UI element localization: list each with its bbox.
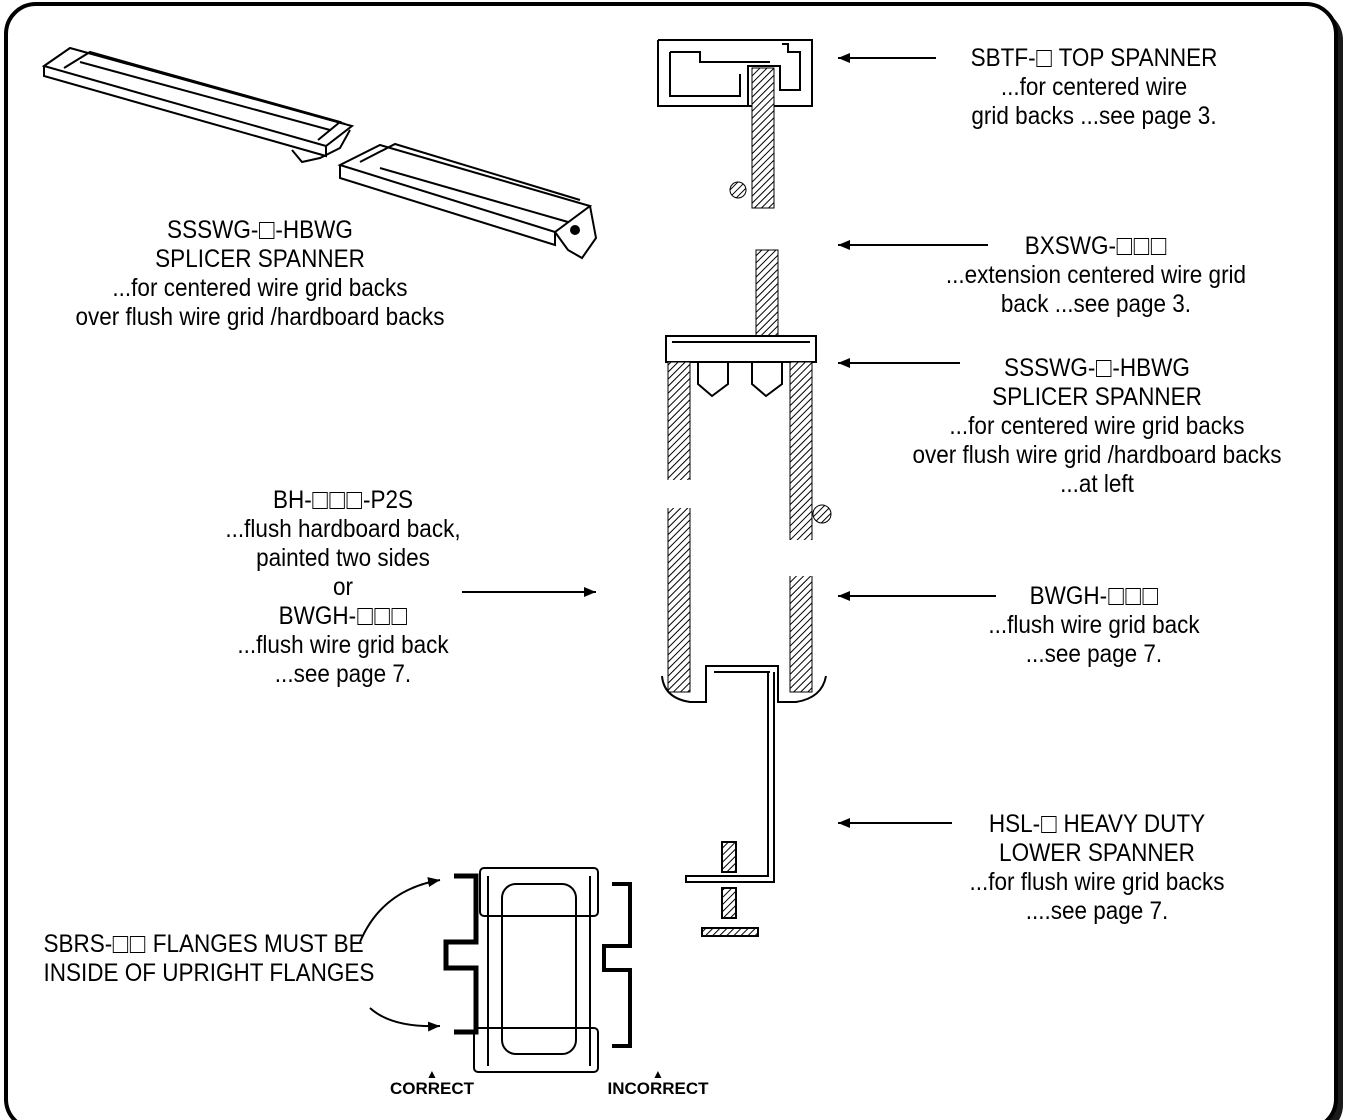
callout-line: over flush wire grid /hardboard backs	[912, 441, 1282, 469]
callout-line: ...for centered wire grid backs	[949, 412, 1245, 440]
callout-lower-spanner: HSL- HEAVY DUTY LOWER SPANNER ...for flu…	[949, 810, 1246, 926]
callout-line: BWGH-	[959, 582, 1229, 611]
flange-arrow-bottom	[369, 1007, 441, 1032]
callout-line: ...for centered wire	[1000, 73, 1188, 101]
blank-box	[1116, 238, 1133, 255]
callout-line: SBRS- FLANGES MUST BE	[44, 930, 431, 959]
part-code: SSSWG-	[1004, 354, 1096, 382]
callout-line: grid backs ...see page 3.	[971, 102, 1217, 130]
callout-flush-wire-right: BWGH- ...flush wire grid back ...see pag…	[959, 582, 1229, 669]
upright-detail	[443, 867, 632, 1073]
callout-line: or	[332, 573, 353, 601]
callout-line: back ...see page 3.	[1000, 290, 1192, 318]
splicer-spanner-illustration	[41, 46, 598, 260]
callout-line: HSL- HEAVY DUTY	[949, 810, 1246, 839]
instruction-text: FLANGES MUST BE	[146, 930, 364, 958]
incorrect-label: INCORRECT	[607, 1079, 709, 1098]
blank-box	[391, 608, 407, 625]
incorrect-marker: ▲ INCORRECT	[588, 1068, 728, 1098]
part-code: BWGH-	[1029, 582, 1108, 610]
blank-box	[259, 222, 275, 239]
part-code: BWGH-	[278, 602, 357, 630]
correct-label: CORRECT	[389, 1079, 475, 1098]
callout-line: SSSWG- -HBWG	[895, 354, 1300, 383]
blank-box	[1041, 816, 1057, 833]
blank-box	[130, 936, 146, 953]
callout-line: ...see page 7.	[1025, 640, 1163, 668]
callout-line: INSIDE OF UPRIGHT FLANGES	[43, 959, 375, 987]
blank-box	[312, 492, 328, 509]
callout-line: painted two sides	[256, 544, 430, 572]
left-hatched-panel	[667, 361, 691, 693]
callout-top-spanner: SBTF- TOP SPANNER ...for centered wire g…	[950, 44, 1238, 131]
callout-line: ...for centered wire grid backs	[112, 274, 408, 302]
callout-line: SBTF- TOP SPANNER	[950, 44, 1238, 73]
gap-mask-right	[788, 540, 814, 576]
callout-line: ....see page 7.	[1025, 897, 1169, 925]
blank-box	[329, 492, 346, 509]
part-code: SBTF-	[970, 44, 1036, 72]
callout-splicer-right: SSSWG- -HBWG SPLICER SPANNER ...for cente…	[895, 354, 1300, 499]
callout-extension: BXSWG- ...extension centered wire grid b…	[925, 232, 1267, 319]
callout-line: ...flush wire grid back	[237, 631, 449, 659]
upper-hatched-knob	[729, 181, 747, 199]
part-code-suffix: -HBWG	[275, 216, 353, 244]
triangle-up-icon: ▲	[426, 1067, 438, 1081]
triangle-up-icon: ▲	[652, 1067, 664, 1081]
callout-hardboard-left: BH- -P2S ...flush hardboard back, painted…	[204, 486, 483, 689]
blank-box	[346, 492, 363, 509]
blank-box	[1096, 360, 1112, 377]
callout-line: ...at left	[1060, 470, 1134, 498]
callout-line: ...flush wire grid back	[988, 611, 1200, 639]
callout-line: ...flush hardboard back,	[225, 515, 461, 543]
blank-box	[1142, 588, 1158, 605]
part-code: BH-	[272, 486, 312, 514]
gap-mask-left	[666, 480, 692, 508]
lower-spanner-section	[661, 665, 827, 937]
callout-line: ...see page 7.	[274, 660, 412, 688]
callout-line: over flush wire grid /hardboard backs	[75, 303, 445, 331]
right-hatched-knob	[812, 504, 832, 524]
part-code-suffix: -HBWG	[1112, 354, 1190, 382]
blank-box	[1151, 238, 1167, 255]
callout-flanges: SBRS- FLANGES MUST BE INSIDE OF UPRIGHT …	[44, 930, 431, 988]
callout-line: BWGH-	[204, 602, 483, 631]
flange-arrow-top	[359, 877, 441, 943]
blank-box	[1036, 50, 1052, 67]
part-name: HEAVY DUTY	[1057, 810, 1206, 838]
part-code: SBRS-	[43, 930, 113, 958]
callout-line: SPLICER SPANNER	[155, 245, 365, 273]
callout-line: SPLICER SPANNER	[992, 383, 1202, 411]
callout-line: BH- -P2S	[204, 486, 483, 515]
top-spanner-section	[657, 39, 813, 107]
part-code: BXSWG-	[1024, 232, 1116, 260]
callout-line: ...extension centered wire grid	[945, 261, 1247, 289]
blank-box	[374, 608, 390, 625]
callout-splicer-left: SSSWG- -HBWG SPLICER SPANNER ...for cente…	[53, 216, 467, 332]
correct-marker: ▲ CORRECT	[372, 1068, 492, 1098]
blank-box	[113, 936, 129, 953]
callout-line: ...for flush wire grid backs	[969, 868, 1225, 896]
upper-hatched-panel	[751, 67, 775, 209]
right-hatched-panel	[789, 361, 813, 693]
part-code: HSL-	[988, 810, 1041, 838]
callout-line: SSSWG- -HBWG	[53, 216, 467, 245]
blank-box	[1133, 238, 1150, 255]
blank-box	[356, 608, 373, 625]
part-code: SSSWG-	[167, 216, 259, 244]
callout-line: BXSWG-	[925, 232, 1267, 261]
blank-box	[1107, 588, 1124, 605]
part-code-suffix: -P2S	[363, 486, 414, 514]
blank-box	[1125, 588, 1141, 605]
splicer-spanner-section	[665, 335, 817, 398]
callout-line: LOWER SPANNER	[999, 839, 1195, 867]
part-name: TOP SPANNER	[1052, 44, 1218, 72]
